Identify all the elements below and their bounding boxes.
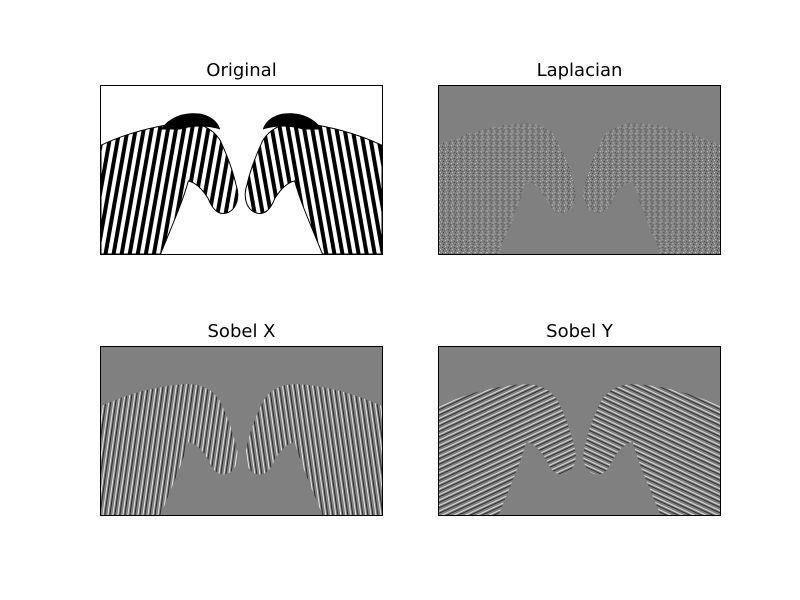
laplacian-image: [438, 85, 721, 255]
panel-title: Sobel X: [207, 321, 276, 342]
panel-original: Original: [100, 60, 383, 255]
panel-laplacian: Laplacian: [438, 60, 721, 255]
panel-title: Original: [206, 60, 277, 81]
panel-title: Sobel Y: [546, 321, 613, 342]
original-image: [100, 85, 383, 255]
panel-sobel-y: Sobel Y: [438, 321, 721, 516]
sobel-y-image: [438, 346, 721, 516]
panel-sobel-x: Sobel X: [100, 321, 383, 516]
panel-title: Laplacian: [536, 60, 623, 81]
sobel-x-image: [100, 346, 383, 516]
